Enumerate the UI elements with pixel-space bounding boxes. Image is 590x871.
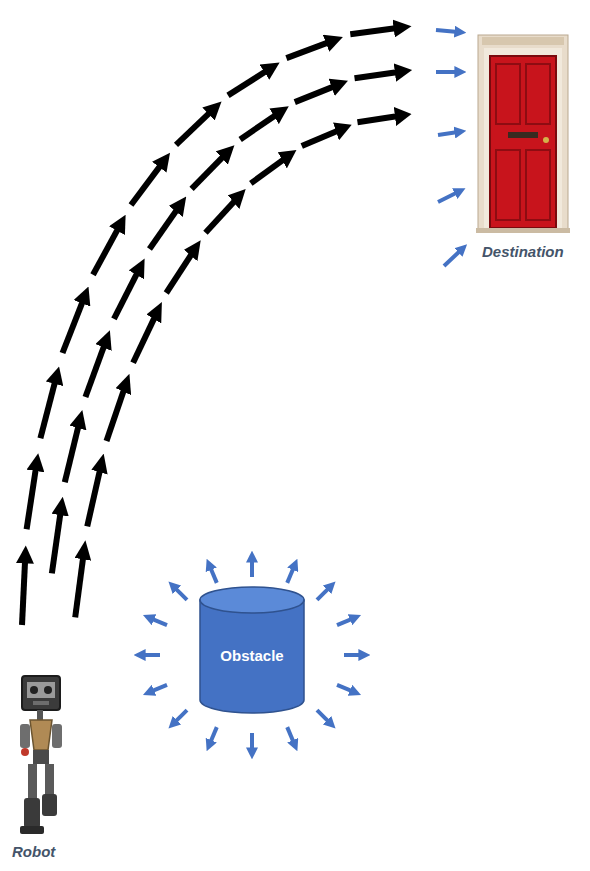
destination-label: Destination bbox=[482, 243, 564, 260]
attraction-arrows bbox=[436, 30, 461, 266]
path-arrows bbox=[52, 72, 400, 574]
robot-picture bbox=[20, 676, 62, 834]
node-text: Obstacle bbox=[220, 637, 283, 664]
obstacle-cylinder: Obstacle bbox=[199, 586, 305, 714]
robot-label: Robot bbox=[12, 843, 55, 860]
path-arrow bbox=[22, 558, 25, 625]
repulsion-arrows bbox=[142, 559, 362, 751]
door-picture bbox=[476, 35, 570, 233]
path-arrows bbox=[75, 116, 400, 618]
path-arrows bbox=[27, 28, 399, 530]
